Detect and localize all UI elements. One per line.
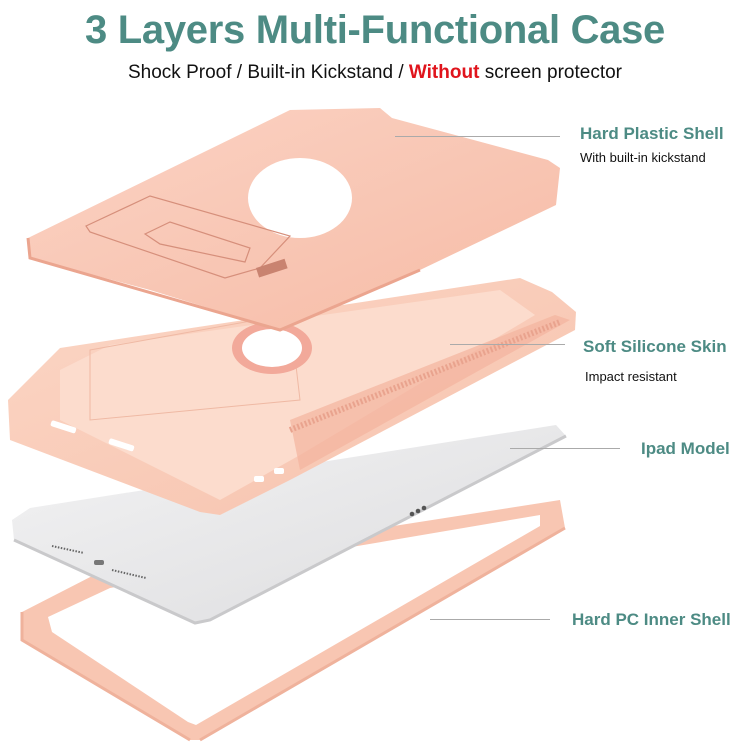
subtitle-highlight: Without: [408, 62, 480, 83]
hard-pc-inner-shell-graphic: [20, 500, 566, 742]
label-hard-plastic-shell: Hard Plastic Shell: [580, 124, 724, 143]
desc-hard-plastic-shell: With built-in kickstand: [580, 150, 706, 165]
ipad-model-graphic: [12, 425, 567, 625]
page-subtitle: Shock Proof / Built-in Kickstand / Witho…: [0, 62, 750, 84]
leader-line-hard-plastic-shell: [395, 136, 560, 137]
page-title: 3 Layers Multi-Functional Case: [84, 8, 666, 52]
label-hard-pc-inner-shell: Hard PC Inner Shell: [572, 610, 731, 629]
leader-line-ipad-model: [510, 448, 620, 449]
label-ipad-model: Ipad Model: [641, 439, 730, 458]
soft-silicone-skin-graphic: [8, 278, 576, 515]
hard-plastic-shell-graphic: [26, 108, 560, 332]
subtitle-text-end: screen protector: [479, 62, 622, 83]
leader-line-hard-pc-inner-shell: [430, 619, 550, 620]
label-soft-silicone-skin: Soft Silicone Skin: [583, 337, 727, 356]
leader-line-soft-silicone-skin: [450, 344, 565, 345]
desc-soft-silicone-skin: Impact resistant: [585, 369, 677, 384]
subtitle-text: Shock Proof / Built-in Kickstand /: [127, 62, 409, 83]
